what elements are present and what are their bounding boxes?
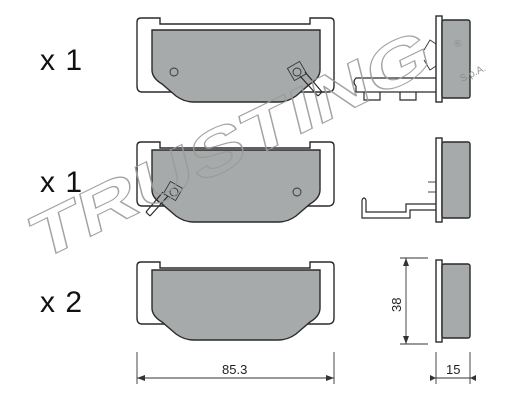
- pad-2-hole-left-icon: [169, 187, 179, 197]
- dimension-height-label: 38: [389, 298, 404, 312]
- pad-2-front: [136, 141, 335, 223]
- dimension-width: 85.3: [136, 352, 335, 384]
- pad-1-hole-left-icon: [169, 67, 179, 77]
- pad-3-front: [136, 261, 335, 341]
- pad-3-side: [435, 259, 471, 343]
- dimension-height: 38: [389, 257, 428, 345]
- dimension-width-label: 85.3: [222, 362, 247, 377]
- row-3-quantity: x 2: [40, 286, 84, 319]
- pad-2-side: [361, 137, 471, 223]
- row-1-quantity: x 1: [40, 44, 84, 77]
- pad-1-hole-right-icon: [292, 67, 302, 77]
- row-2-quantity: x 1: [40, 166, 84, 199]
- pad-1-side: [353, 15, 471, 103]
- pad-2-hole-right-icon: [292, 187, 302, 197]
- pad-1-front: [136, 17, 335, 103]
- dimension-thickness-label: 15: [446, 362, 460, 377]
- dimension-thickness: 15: [430, 352, 476, 384]
